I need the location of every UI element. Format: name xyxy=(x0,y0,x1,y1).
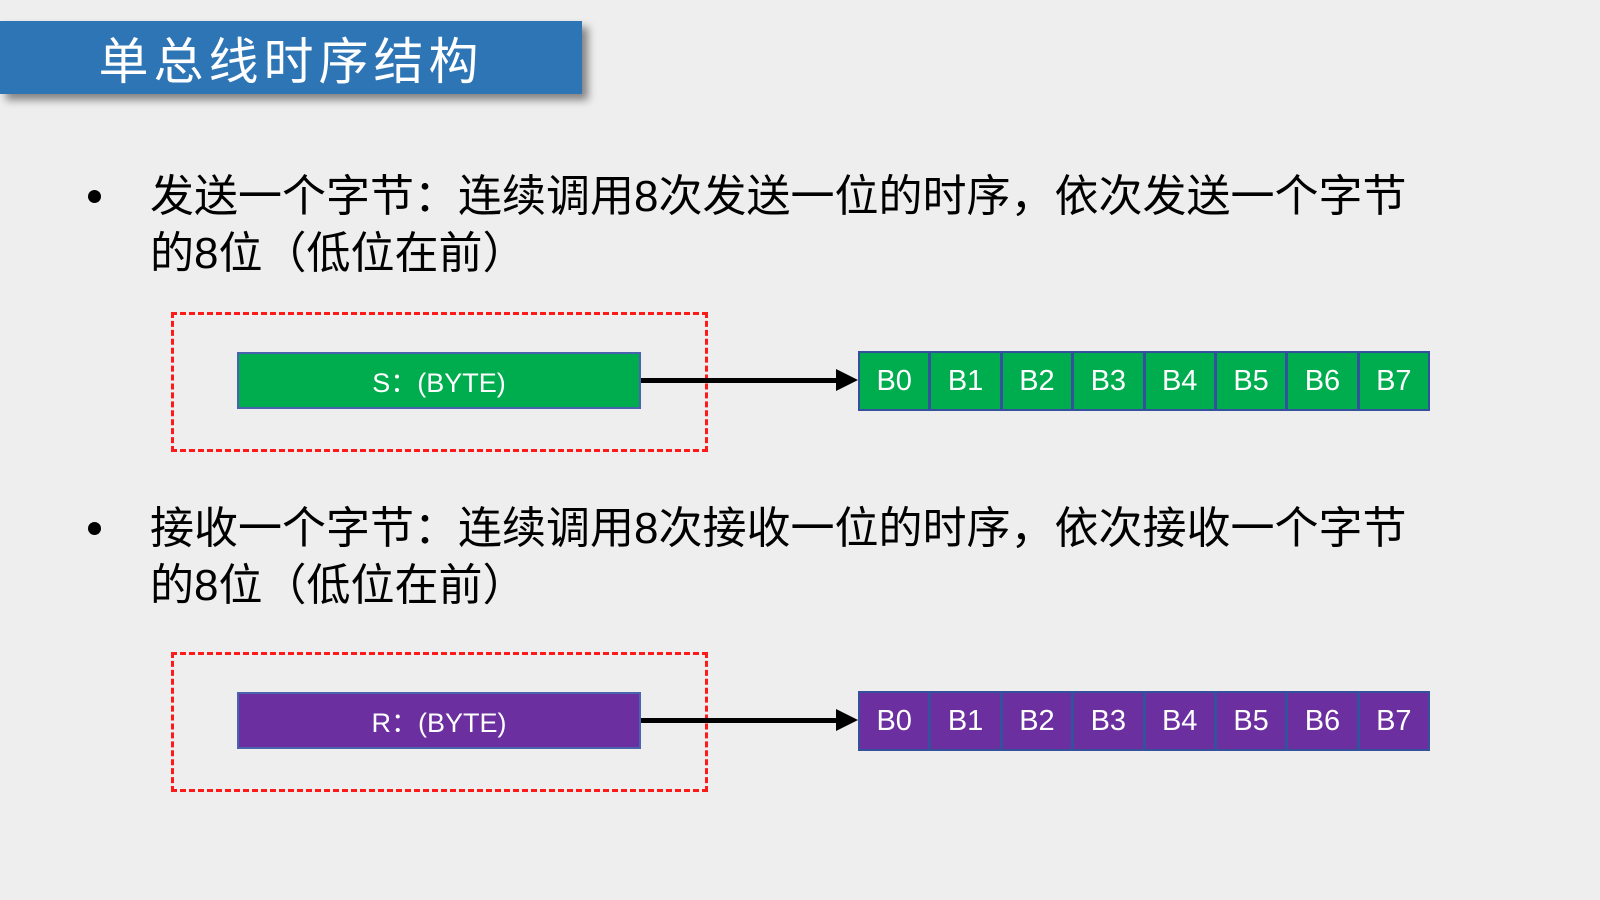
bullet-line: 的8位（低位在前） xyxy=(150,229,527,278)
bit-cell: B7 xyxy=(1356,353,1428,409)
receive-source-label: R：(BYTE) xyxy=(371,708,507,738)
bit-cell: B1 xyxy=(928,693,999,749)
bit-cell: B4 xyxy=(1142,693,1214,749)
bit-cell: B0 xyxy=(876,704,912,737)
bullet-line: 发送一个字节：连续调用8次发送一位的时序，依次发送一个字节 xyxy=(150,172,1407,221)
bullet-item-send: 发送一个字节：连续调用8次发送一位的时序，依次发送一个字节 的8位（低位在前） xyxy=(150,168,1406,282)
bit-cell: B2 xyxy=(999,693,1071,749)
bit-cell: B3 xyxy=(1071,693,1142,749)
title-banner: 单总线时序结构 xyxy=(0,21,582,94)
send-source-label: S：(BYTE) xyxy=(372,368,506,398)
bullet-line: 的8位（低位在前） xyxy=(150,561,527,610)
send-source-box: S：(BYTE) xyxy=(237,352,641,409)
arrow-line xyxy=(641,378,840,383)
bullet-dot-icon xyxy=(88,522,101,535)
arrow-head-icon xyxy=(836,709,858,731)
bit-cell: B0 xyxy=(876,364,912,397)
bullet-dot-icon xyxy=(88,190,101,203)
bit-cell: B5 xyxy=(1213,353,1285,409)
receive-source-box: R：(BYTE) xyxy=(237,692,641,749)
arrow-line xyxy=(641,718,840,723)
bit-cell: B2 xyxy=(999,353,1071,409)
arrow-head-icon xyxy=(836,369,858,391)
bit-cell: B5 xyxy=(1213,693,1285,749)
bit-cell: B6 xyxy=(1285,693,1356,749)
bit-cell: B7 xyxy=(1356,693,1428,749)
bullet-item-receive: 接收一个字节：连续调用8次接收一位的时序，依次接收一个字节 的8位（低位在前） xyxy=(150,500,1406,614)
bit-cell: B3 xyxy=(1071,353,1142,409)
bullet-line: 接收一个字节：连续调用8次接收一位的时序，依次接收一个字节 xyxy=(150,504,1407,553)
bit-cell: B4 xyxy=(1142,353,1214,409)
bit-cell: B1 xyxy=(928,353,999,409)
page-title: 单总线时序结构 xyxy=(98,33,484,90)
bit-cell: B6 xyxy=(1285,353,1356,409)
